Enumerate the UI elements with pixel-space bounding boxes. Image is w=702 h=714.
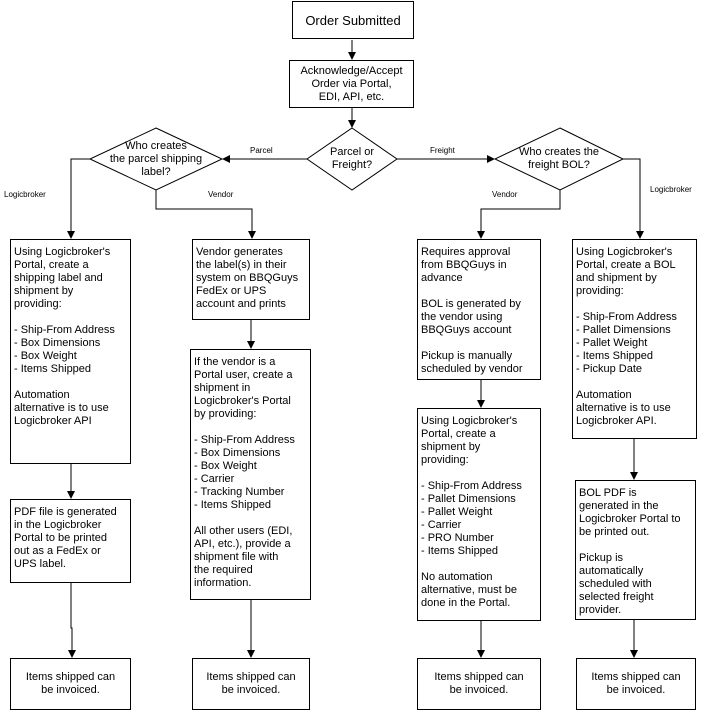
bol-pdf-node: BOL PDF is generated in the Logicbroker … — [575, 480, 696, 620]
acknowledge-order-text: Acknowledge/Accept Order via Portal, EDI… — [300, 64, 403, 103]
invoiced-node-4: Items shipped can be invoiced. — [576, 658, 696, 710]
invoiced-text-4: Items shipped can be invoiced. — [591, 671, 681, 696]
vendor-portal-user-text: If the vendor is a Portal user, create a… — [194, 356, 295, 589]
vendor-portal-user-node: If the vendor is a Portal user, create a… — [190, 349, 311, 600]
invoiced-text-2: Items shipped can be invoiced. — [206, 671, 296, 696]
vendor-generates-label-text: Vendor generates the label(s) in their s… — [196, 246, 299, 310]
logicbroker-freight-portal-node: Using Logicbroker's Portal, create a BOL… — [572, 239, 697, 439]
edge-freight-logicbroker — [623, 158, 644, 239]
invoiced-node-3: Items shipped can be invoiced. — [417, 658, 541, 710]
edge-parcel-logicbroker — [67, 158, 90, 239]
vendor-right-edge-label: Vendor — [492, 190, 518, 199]
bol-pdf-text: BOL PDF is generated in the Logicbroker … — [579, 487, 681, 616]
parcel-or-freight-text: Parcel or Freight? — [329, 146, 375, 171]
vendor-generates-label-node: Vendor generates the label(s) in their s… — [192, 239, 310, 320]
edge-parcel-vendor — [155, 190, 256, 239]
edge-pdf-to-invoice — [68, 583, 76, 658]
freight-edge-label: Freight — [430, 146, 455, 155]
logicbroker-parcel-portal-text: Using Logicbroker's Portal, create a shi… — [14, 246, 115, 427]
vendor-freight-portal-node: Using Logicbroker's Portal, create a shi… — [417, 408, 541, 621]
logicbroker-parcel-portal-node: Using Logicbroker's Portal, create a shi… — [10, 239, 131, 464]
requires-approval-text: Requires approval from BBQGuys in advanc… — [421, 246, 523, 375]
requires-approval-node: Requires approval from BBQGuys in advanc… — [417, 239, 541, 380]
invoiced-node-1: Items shipped can be invoiced. — [10, 658, 131, 710]
who-freight-text: Who creates the freight BOL? — [518, 146, 600, 171]
vendor-freight-portal-text: Using Logicbroker's Portal, create a shi… — [421, 415, 522, 609]
invoiced-text-3: Items shipped can be invoiced. — [434, 671, 524, 696]
pdf-generated-node: PDF file is generated in the Logicbroker… — [10, 499, 131, 583]
edge-freight-vendor — [477, 190, 561, 239]
parcel-or-freight-diamond — [306, 127, 398, 191]
acknowledge-order-node: Acknowledge/Accept Order via Portal, EDI… — [289, 60, 414, 108]
order-submitted-node: Order Submitted — [292, 1, 414, 39]
logicbroker-left-edge-label: Logicbroker — [4, 190, 46, 199]
invoiced-text-1: Items shipped can be invoiced. — [25, 671, 116, 696]
pdf-generated-text: PDF file is generated in the Logicbroker… — [14, 506, 117, 570]
order-submitted-text: Order Submitted — [305, 12, 401, 28]
logicbroker-freight-portal-text: Using Logicbroker's Portal, create a BOL… — [576, 246, 677, 427]
vendor-left-edge-label: Vendor — [208, 190, 234, 199]
who-parcel-text: Who creates the parcel shipping label? — [109, 139, 203, 178]
invoiced-node-2: Items shipped can be invoiced. — [192, 658, 310, 710]
parcel-edge-label: Parcel — [250, 146, 273, 155]
logicbroker-right-edge-label: Logicbroker — [650, 185, 692, 194]
